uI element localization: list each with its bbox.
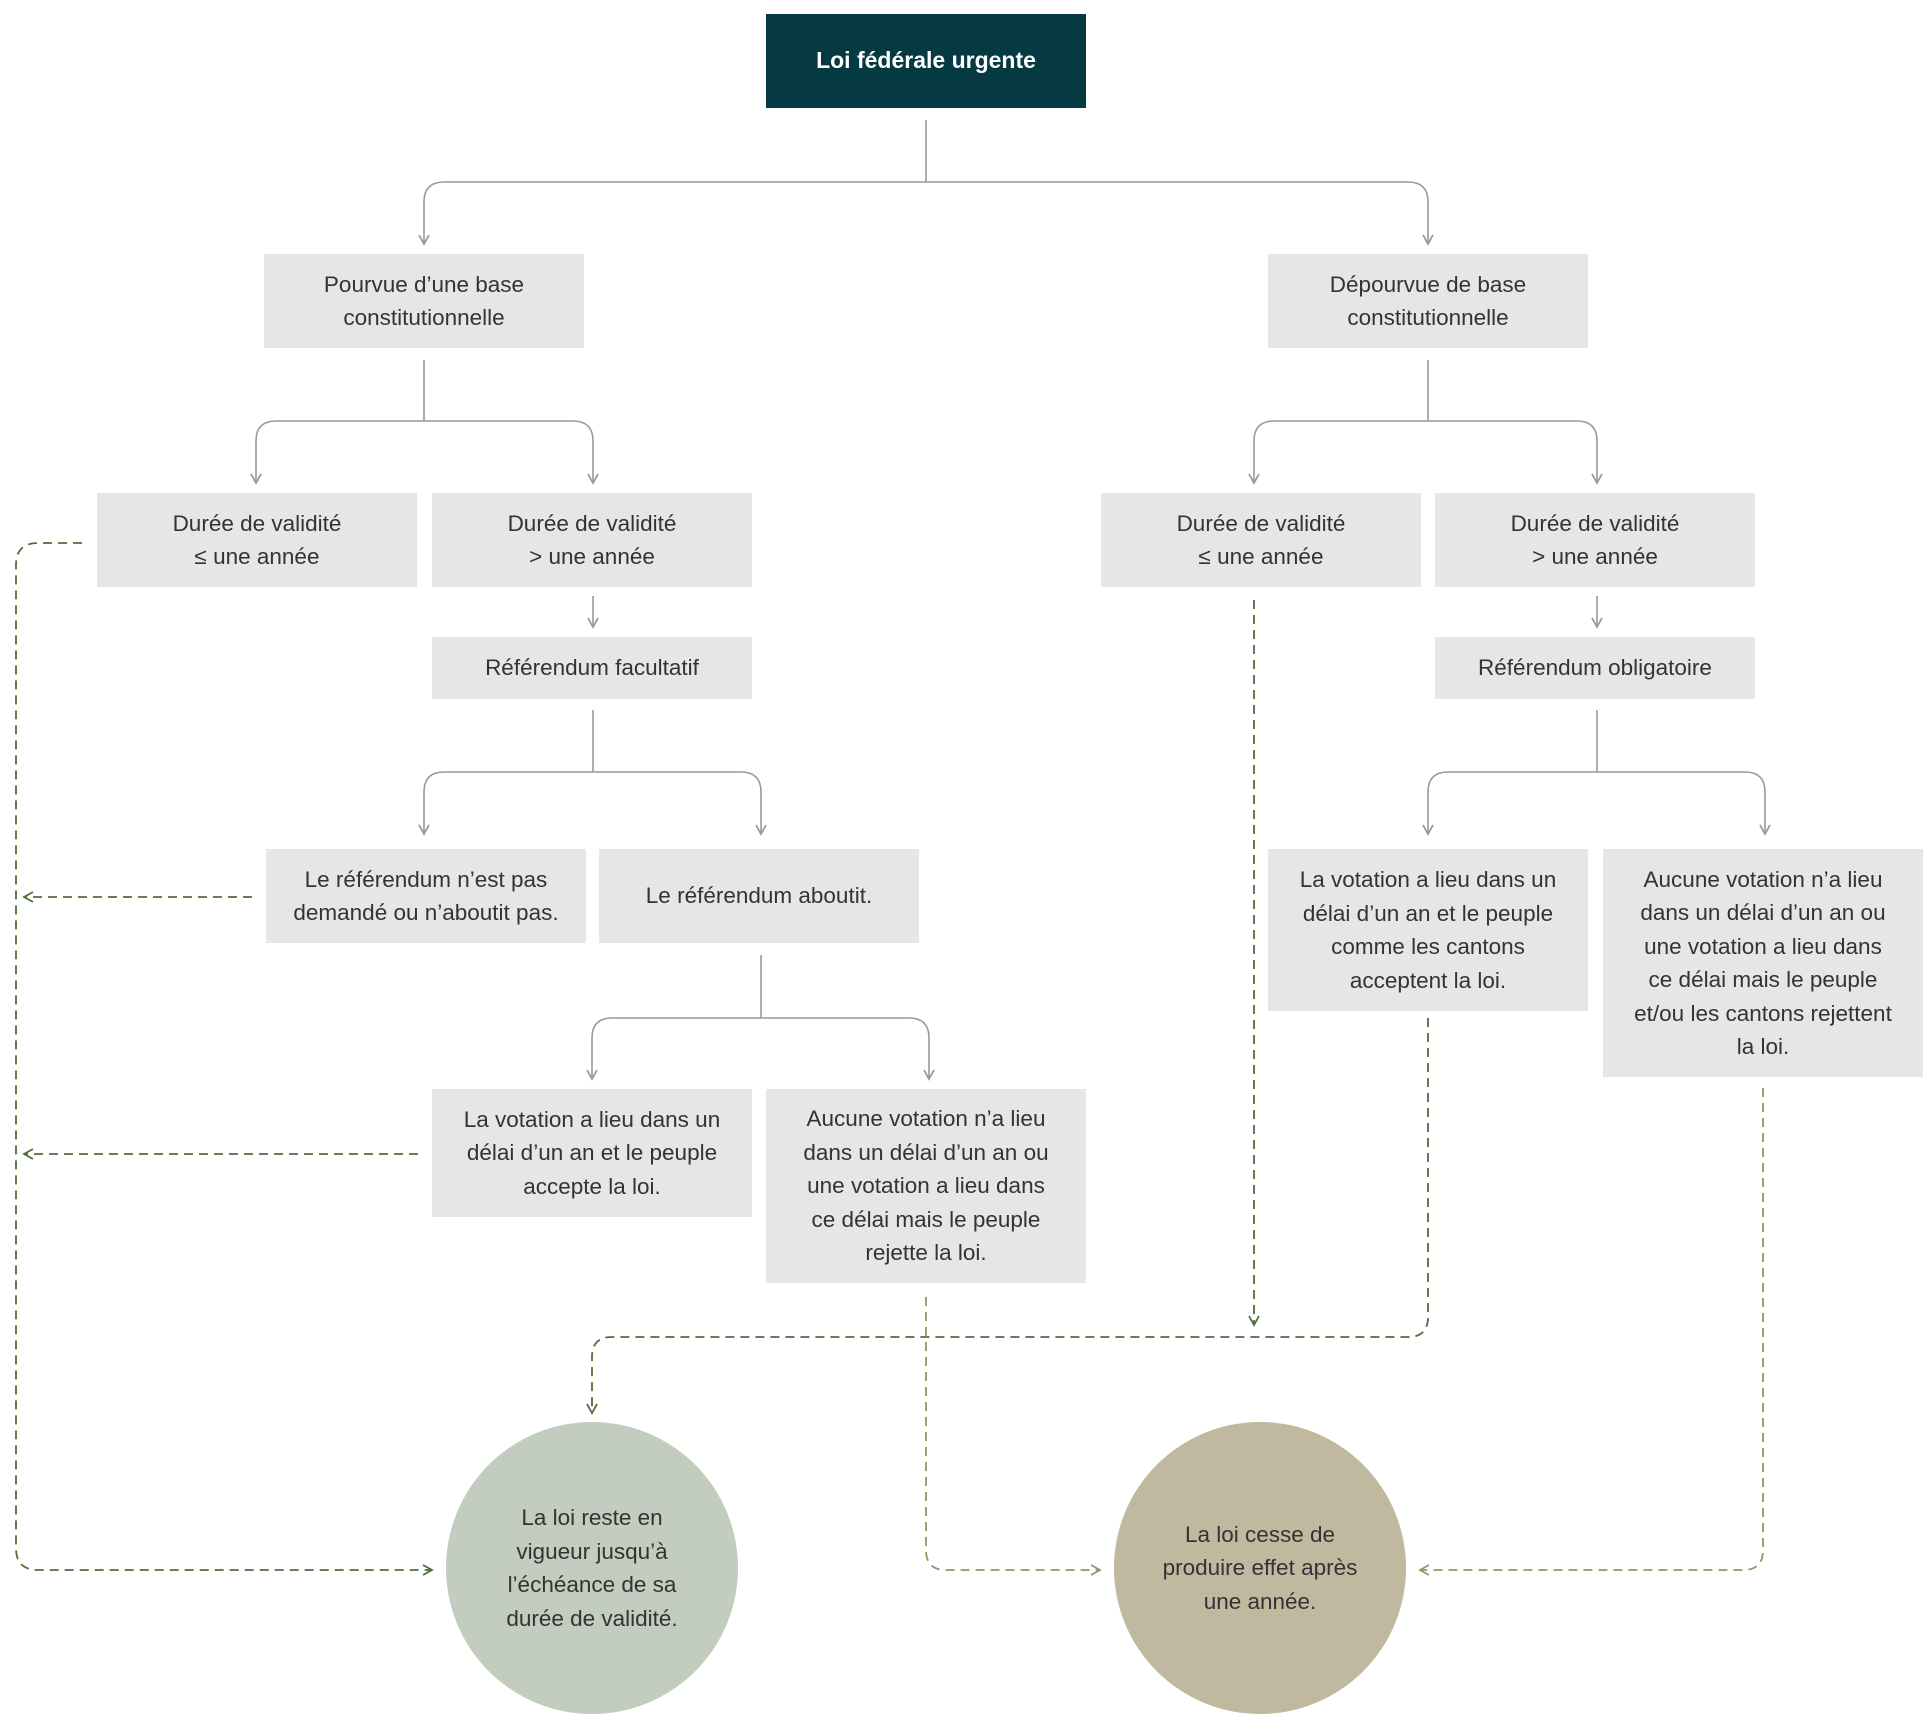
node-with-constitutional-basis: Pourvue d’une base constitutionnelle — [264, 254, 584, 348]
olive-from-vote-rejected-right — [1418, 1088, 1764, 1576]
succeeds-branch-right — [761, 1017, 935, 1081]
outcome-law-remains-in-force: La loi reste en vigueur jusqu’à l’échéan… — [446, 1422, 738, 1714]
node-left-validity-short: Durée de validité ≤ une année — [97, 493, 417, 587]
node-right-vote-rejected: Aucune votation n’a lieu dans un délai d… — [1603, 849, 1923, 1077]
root-node: Loi fédérale urgente — [766, 14, 1086, 108]
ref-obl-branch-right — [1597, 771, 1771, 836]
node-right-validity-long: Durée de validité > une année — [1435, 493, 1755, 587]
node-left-vote-rejected: Aucune votation n’a lieu dans un délai d… — [766, 1089, 1086, 1283]
right-branch-long — [1428, 420, 1603, 485]
left-branch-short — [250, 420, 424, 485]
outcome-law-ceases-after-one-year: La loi cesse de produire effet après une… — [1114, 1422, 1406, 1714]
root-branch-left — [418, 181, 926, 246]
node-left-validity-long: Durée de validité > une année — [432, 493, 752, 587]
node-without-constitutional-basis: Dépourvue de base constitutionnelle — [1268, 254, 1588, 348]
node-optional-referendum: Référendum facultatif — [432, 637, 752, 699]
green-from-vote-accepted-right — [586, 1018, 1429, 1415]
root-branch-right — [926, 181, 1434, 246]
green-left-spine — [15, 542, 434, 1576]
node-referendum-not-requested: Le référendum n’est pas demandé ou n’abo… — [266, 849, 586, 943]
ref-fac-branch-right — [593, 771, 767, 836]
right-branch-short — [1248, 420, 1428, 485]
left-branch-long — [424, 420, 599, 485]
node-left-vote-accepted: La votation a lieu dans un délai d’un an… — [432, 1089, 752, 1217]
ref-fac-branch-left — [418, 771, 593, 836]
node-referendum-succeeds: Le référendum aboutit. — [599, 849, 919, 943]
olive-from-vote-rejected-left — [925, 1297, 1102, 1576]
node-mandatory-referendum: Référendum obligatoire — [1435, 637, 1755, 699]
node-right-validity-short: Durée de validité ≤ une année — [1101, 493, 1421, 587]
succeeds-branch-left — [586, 1017, 761, 1081]
ref-obl-branch-left — [1422, 771, 1597, 836]
node-right-vote-accepted: La votation a lieu dans un délai d’un an… — [1268, 849, 1588, 1011]
